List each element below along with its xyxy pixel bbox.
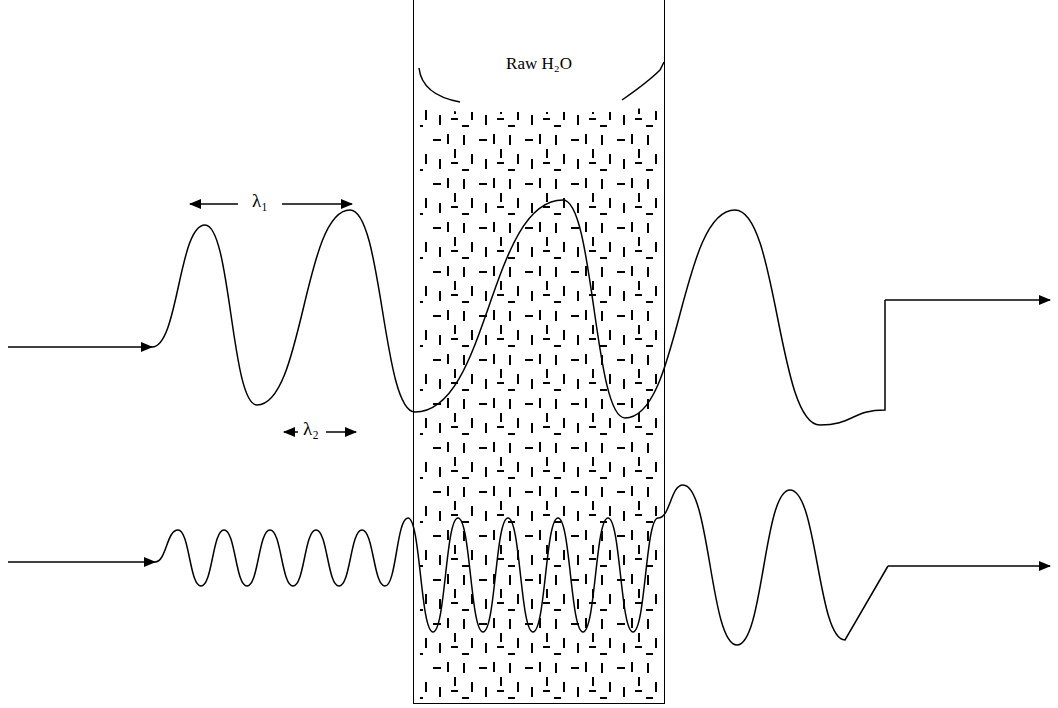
wavelength-arrow — [282, 203, 352, 205]
wavelength-label: λ₁ — [250, 191, 270, 210]
short-wave — [155, 485, 888, 645]
wavelength-arrow — [284, 431, 298, 433]
meniscus — [419, 68, 460, 102]
long-wave — [152, 200, 885, 425]
input-arrow — [8, 346, 152, 348]
container-label: Raw H₂O — [414, 54, 664, 74]
wavelength-arrow — [190, 203, 238, 205]
input-arrow — [8, 561, 155, 563]
wavelength-label: λ₂ — [301, 419, 321, 438]
water-container: Raw H₂O — [413, 0, 665, 704]
meniscus — [622, 62, 664, 100]
output-arrow — [888, 565, 1050, 567]
output-arrow — [885, 299, 1050, 301]
wavelength-arrow — [326, 431, 356, 433]
